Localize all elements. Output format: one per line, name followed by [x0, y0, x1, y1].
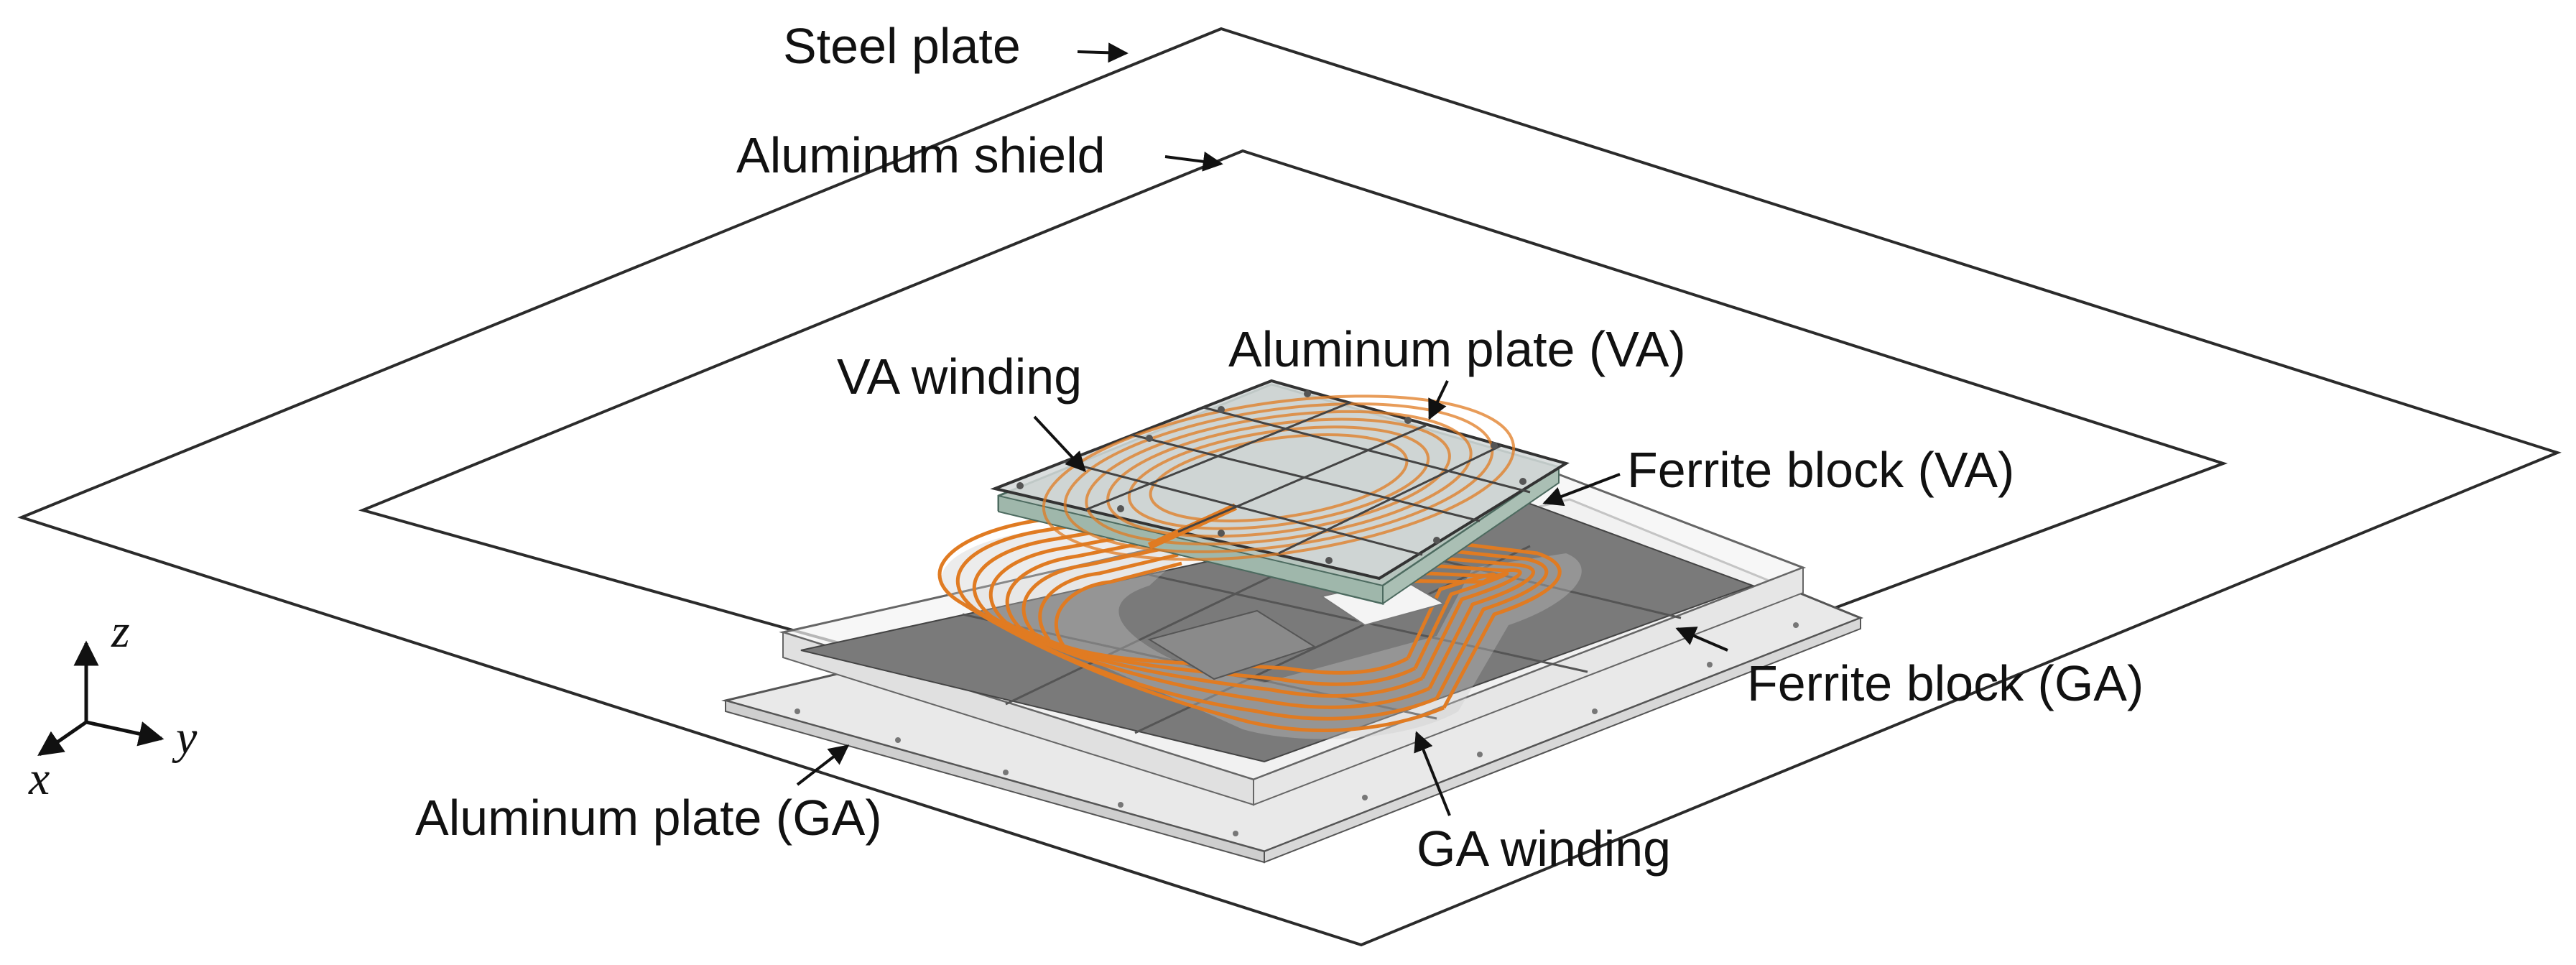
- arrow-aluminum-plate-ga: [796, 744, 850, 786]
- label-steel-plate: Steel plate: [783, 18, 1021, 74]
- label-aluminum-plate-va: Aluminum plate (VA): [1228, 321, 1686, 377]
- label-aluminum-plate-ga: Aluminum plate (GA): [415, 790, 882, 846]
- ga-winding: [937, 501, 1582, 739]
- label-aluminum-shield: Aluminum shield: [736, 127, 1106, 183]
- steel-plate-outline: [17, 27, 2562, 947]
- arrow-steel-plate: [1077, 42, 1129, 63]
- label-ferrite-block-ga: Ferrite block (GA): [1747, 655, 2144, 711]
- label-ferrite-block-va: Ferrite block (VA): [1627, 442, 2014, 498]
- label-va-winding: VA winding: [837, 348, 1082, 405]
- label-ga-winding: GA winding: [1417, 821, 1671, 877]
- arrow-ferrite-block-ga: [1675, 627, 1728, 652]
- axis-label-z: z: [111, 605, 130, 657]
- axis-label-y: y: [172, 711, 198, 764]
- axis-label-x: x: [28, 752, 50, 805]
- arrow-va-winding: [1033, 415, 1086, 473]
- arrow-ferrite-block-va: [1542, 473, 1621, 507]
- arrow-aluminum-plate-va: [1428, 380, 1449, 420]
- arrow-aluminum-shield: [1164, 151, 1223, 172]
- va-assembly: [990, 379, 1570, 605]
- coordinate-axes: z y x: [28, 605, 198, 805]
- arrow-ga-winding: [1414, 731, 1451, 816]
